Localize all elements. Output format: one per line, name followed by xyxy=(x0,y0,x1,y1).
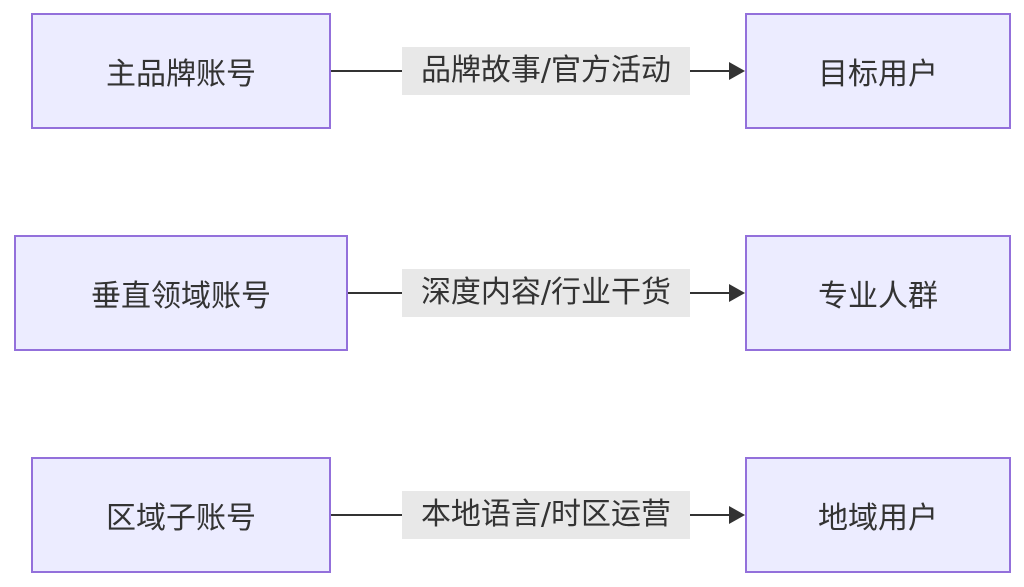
arrow-head xyxy=(729,62,745,80)
node-main-brand-account[interactable]: 主品牌账号 xyxy=(31,13,331,129)
node-regional-sub-account[interactable]: 区域子账号 xyxy=(31,457,331,573)
node-label: 专业人群 xyxy=(818,279,938,314)
edge-label: 本地语言/时区运营 xyxy=(402,491,690,539)
node-regional-users[interactable]: 地域用户 xyxy=(745,457,1011,573)
edge-label: 深度内容/行业干货 xyxy=(402,269,690,317)
arrow-head xyxy=(729,284,745,302)
arrow-head xyxy=(729,506,745,524)
node-label: 垂直领域账号 xyxy=(91,279,271,314)
node-professional-audience[interactable]: 专业人群 xyxy=(745,235,1011,351)
node-target-users[interactable]: 目标用户 xyxy=(745,13,1011,129)
node-label: 目标用户 xyxy=(818,57,938,92)
node-vertical-domain-account[interactable]: 垂直领域账号 xyxy=(14,235,348,351)
node-label: 地域用户 xyxy=(818,501,938,536)
node-label: 主品牌账号 xyxy=(106,57,256,92)
edge-label: 品牌故事/官方活动 xyxy=(402,47,690,95)
node-label: 区域子账号 xyxy=(106,501,256,536)
